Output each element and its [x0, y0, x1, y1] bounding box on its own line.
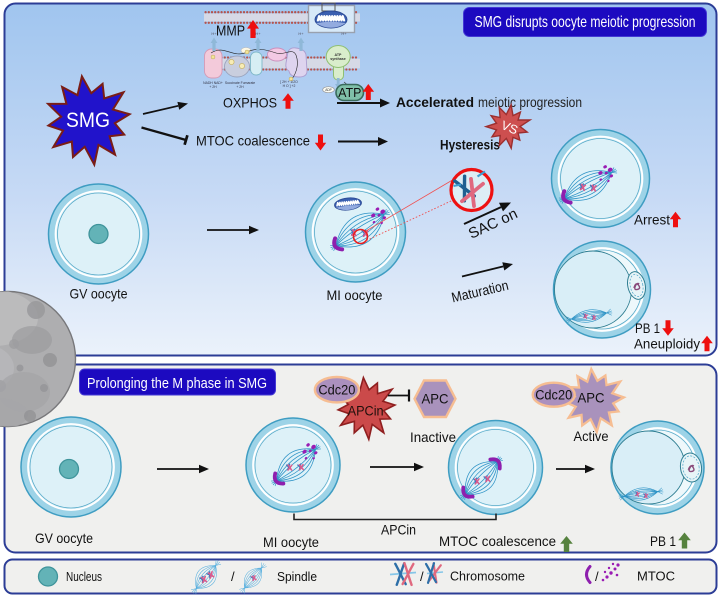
svg-text:H+: H+ [211, 31, 217, 36]
svg-text:Accelerated: Accelerated [396, 94, 474, 110]
svg-text:MI oocyte: MI oocyte [263, 534, 319, 550]
svg-text:Cdc20: Cdc20 [318, 383, 355, 398]
svg-text:synthase: synthase [330, 57, 346, 61]
svg-text:ADP: ADP [325, 88, 332, 92]
svg-text:ATP: ATP [335, 53, 343, 57]
svg-text:H+: H+ [255, 31, 261, 36]
svg-text:VS: VS [499, 118, 520, 137]
svg-text:meiotic progression: meiotic progression [478, 94, 582, 110]
svg-text:APCin: APCin [348, 404, 384, 419]
svg-text:Spindle: Spindle [277, 569, 317, 584]
svg-text:Nucleus: Nucleus [66, 569, 102, 584]
svg-text:APC: APC [578, 390, 605, 406]
svg-text:Arrest: Arrest [634, 212, 670, 228]
svg-text:OXPHOS: OXPHOS [223, 95, 277, 111]
svg-text:H+: H+ [341, 31, 347, 36]
svg-text:+ 2H: + 2H [236, 85, 244, 89]
svg-text:MI oocyte: MI oocyte [327, 287, 383, 303]
svg-text:PB 1: PB 1 [650, 533, 676, 549]
svg-text:PB 1: PB 1 [635, 320, 660, 336]
svg-text:SMG: SMG [66, 109, 110, 132]
svg-text:SMG disrupts oocyte meiotic pr: SMG disrupts oocyte meiotic progression [475, 14, 696, 31]
svg-text:/: / [420, 569, 424, 584]
svg-text:APC: APC [422, 391, 449, 407]
svg-text:/: / [231, 569, 235, 584]
svg-text:H+: H+ [298, 31, 304, 36]
svg-text:MTOC coalescence: MTOC coalescence [439, 533, 556, 549]
svg-text:APCin: APCin [381, 522, 416, 538]
svg-text:Aneuploidy: Aneuploidy [634, 336, 700, 352]
svg-text:[ 2H + 1/2O: [ 2H + 1/2O [280, 80, 298, 84]
svg-text:MTOC coalescence: MTOC coalescence [196, 133, 310, 149]
svg-text:/: / [595, 569, 599, 584]
svg-text:Chromosome: Chromosome [450, 569, 525, 584]
svg-text:MMP: MMP [216, 23, 245, 40]
svg-text:NADH NAD+: NADH NAD+ [203, 81, 223, 85]
svg-text:Hysteresis: Hysteresis [440, 137, 500, 153]
svg-text:GV oocyte: GV oocyte [70, 286, 128, 302]
svg-text:+ 2H: + 2H [209, 85, 217, 89]
svg-text:Cdc20: Cdc20 [535, 388, 572, 403]
svg-text:Succinate Fumarate: Succinate Fumarate [225, 81, 255, 85]
svg-text:Active: Active [574, 428, 609, 444]
svg-text:GV oocyte: GV oocyte [35, 530, 93, 546]
svg-text:Prolonging the M phase in SMG: Prolonging the M phase in SMG [87, 376, 267, 392]
svg-text:Inactive: Inactive [410, 429, 456, 445]
svg-text:ATP: ATP [338, 85, 361, 100]
svg-text:MTOC: MTOC [637, 569, 675, 584]
svg-text:H O ] +2: H O ] +2 [283, 84, 296, 88]
